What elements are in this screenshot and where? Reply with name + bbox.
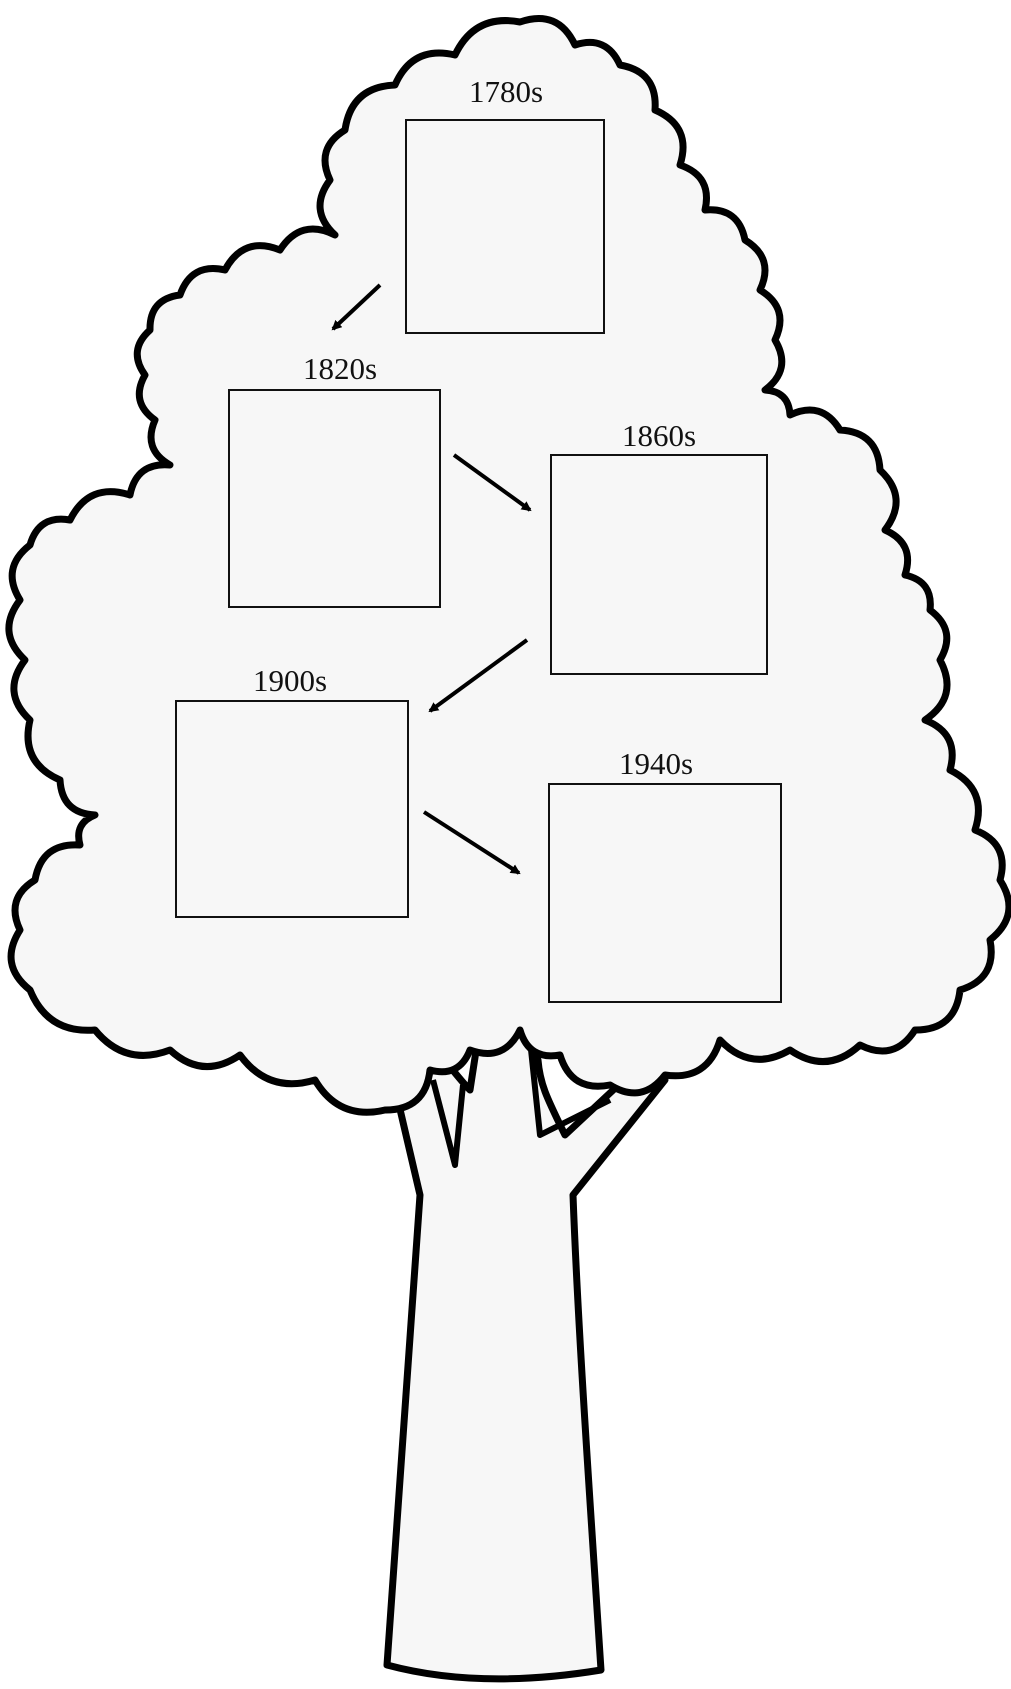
portrait-box-1780s[interactable] [405, 119, 605, 334]
trunk-branch-line [527, 1039, 612, 1138]
era-label-1780s: 1780s [468, 74, 544, 109]
era-label-1860s: 1860s [621, 418, 697, 453]
portrait-box-1860s[interactable] [550, 454, 768, 675]
portrait-box-1900s[interactable] [175, 700, 409, 918]
era-label-1940s: 1940s [618, 746, 694, 781]
portrait-box-1940s[interactable] [548, 783, 782, 1003]
tree-trunk [381, 1021, 669, 1683]
era-label-1900s: 1900s [252, 663, 328, 698]
arrow-1780s-to-1820s [331, 283, 382, 331]
arrow-1900s-to-1940s [422, 810, 521, 875]
arrow-1820s-to-1860s [452, 453, 532, 512]
era-label-1820s: 1820s [302, 351, 378, 386]
portrait-box-1820s[interactable] [228, 389, 441, 608]
arrow-1860s-to-1900s [428, 638, 529, 713]
trunk-branch-line [430, 1079, 466, 1168]
